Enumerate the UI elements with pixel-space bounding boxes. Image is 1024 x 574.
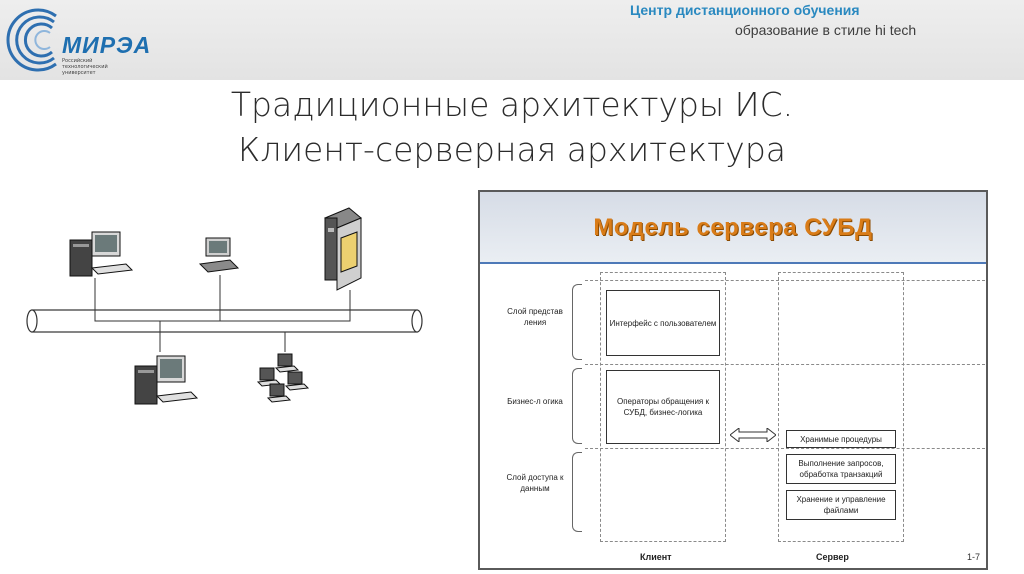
server-column bbox=[778, 272, 904, 542]
center-title: Центр дистанционного обучения bbox=[630, 2, 860, 18]
client-box-business: Операторы обращения к СУБД, бизнес-логик… bbox=[606, 370, 720, 444]
network-diagram bbox=[26, 207, 423, 405]
logo-subline-2: технологический bbox=[62, 64, 108, 70]
layer-separator bbox=[585, 448, 985, 449]
layer-brace bbox=[572, 452, 582, 532]
server-box-storage: Хранение и управление файлами bbox=[786, 490, 896, 520]
layer-brace bbox=[572, 368, 582, 444]
layer-label-presentation: Слой представ ления bbox=[507, 307, 563, 327]
center-subtitle: образование в стиле hi tech bbox=[735, 22, 917, 38]
layer-label-data-access: Слой доступа к данным bbox=[506, 473, 564, 493]
model-header: Модель сервера СУБД bbox=[480, 192, 986, 264]
layer-brace bbox=[572, 284, 582, 360]
logo-wordmark: МИРЭА bbox=[62, 32, 152, 58]
desktop-computer-icon bbox=[69, 231, 134, 277]
desktop-computer-icon bbox=[134, 355, 199, 405]
server-box-queries: Выполнение запросов, обработка транзакци… bbox=[786, 454, 896, 484]
network-links bbox=[94, 275, 351, 352]
layer-separator bbox=[585, 364, 985, 365]
client-column bbox=[600, 272, 726, 542]
server-box-procedures: Хранимые процедуры bbox=[786, 430, 896, 448]
logo-subline-1: Российский bbox=[62, 58, 93, 64]
figure-page-number: 1-7 bbox=[966, 552, 980, 562]
model-title: Модель сервера СУБД bbox=[593, 214, 873, 241]
dbms-model-figure: Модель сервера СУБД Слой представ ления … bbox=[478, 190, 988, 570]
double-arrow-icon bbox=[730, 428, 776, 442]
laptop-icon bbox=[198, 237, 240, 273]
server-column-label: Сервер bbox=[816, 552, 849, 562]
slide-title-line-1: Традиционные архитектуры ИС. bbox=[230, 85, 794, 124]
logo-arcs-icon bbox=[6, 8, 57, 72]
layer-separator bbox=[585, 280, 985, 281]
client-box-ui: Интерфейс с пользователем bbox=[606, 290, 720, 356]
slide-title-line-2: Клиент-серверная архитектура bbox=[237, 130, 786, 169]
server-icon bbox=[324, 207, 362, 291]
client-column-label: Клиент bbox=[640, 552, 672, 562]
slide-title: Традиционные архитектуры ИС. Клиент-серв… bbox=[0, 82, 1024, 172]
header-band bbox=[0, 0, 1024, 80]
workgroup-computers-icon bbox=[256, 353, 310, 403]
mirea-logo: МИРЭА Российский технологический универс… bbox=[4, 2, 174, 78]
logo-subline-3: университет bbox=[62, 70, 96, 76]
layer-label-business: Бизнес-л огика bbox=[507, 397, 563, 406]
